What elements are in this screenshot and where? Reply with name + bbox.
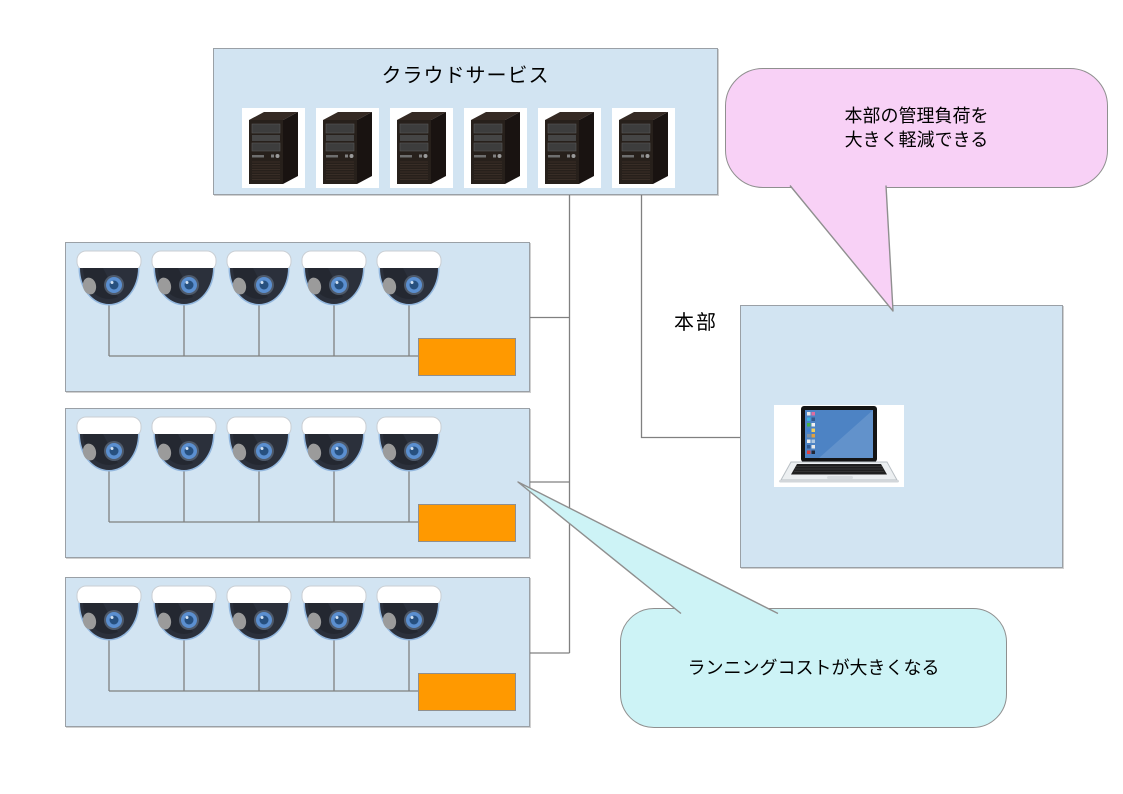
store-box-3 xyxy=(65,577,530,727)
server-tower-icon xyxy=(464,108,527,188)
store-box-2 xyxy=(65,408,530,558)
dome-camera-icon xyxy=(223,248,295,313)
server-tower-icon xyxy=(612,108,675,188)
laptop-icon xyxy=(774,405,904,487)
recorder-box xyxy=(418,673,516,711)
dome-camera-icon xyxy=(148,248,220,313)
dome-camera-icon xyxy=(373,583,445,648)
camera-row xyxy=(73,414,445,479)
hq-box xyxy=(740,305,1063,568)
hq-label: 本部 xyxy=(674,312,718,334)
server-tower-icon xyxy=(316,108,379,188)
callout-cost-tail xyxy=(517,481,779,615)
dome-camera-icon xyxy=(73,414,145,479)
dome-camera-icon xyxy=(223,583,295,648)
recorder-box xyxy=(418,504,516,542)
recorder-box xyxy=(418,338,516,376)
cloud-title: クラウドサービス xyxy=(381,65,550,87)
store-box-1 xyxy=(65,242,530,392)
server-row xyxy=(242,108,675,188)
dome-camera-icon xyxy=(73,583,145,648)
server-tower-icon xyxy=(242,108,305,188)
cloud-service-box: クラウドサービス xyxy=(213,48,718,195)
callout-cost-text: ランニングコストが大きくなる xyxy=(687,657,940,678)
callout-management: 本部の管理負荷を 大きく軽減できる xyxy=(725,68,1108,188)
callout-management-tail xyxy=(789,185,894,312)
camera-row xyxy=(73,248,445,313)
dome-camera-icon xyxy=(148,583,220,648)
camera-row xyxy=(73,583,445,648)
callout-cost: ランニングコストが大きくなる xyxy=(620,608,1007,728)
dome-camera-icon xyxy=(373,248,445,313)
dome-camera-icon xyxy=(373,414,445,479)
dome-camera-icon xyxy=(298,414,370,479)
callout-management-line1: 本部の管理負荷を xyxy=(844,105,989,126)
dome-camera-icon xyxy=(223,414,295,479)
server-tower-icon xyxy=(390,108,453,188)
dome-camera-icon xyxy=(73,248,145,313)
callout-management-line2: 大きく軽減できる xyxy=(844,130,989,150)
dome-camera-icon xyxy=(148,414,220,479)
server-tower-icon xyxy=(538,108,601,188)
dome-camera-icon xyxy=(298,248,370,313)
dome-camera-icon xyxy=(298,583,370,648)
